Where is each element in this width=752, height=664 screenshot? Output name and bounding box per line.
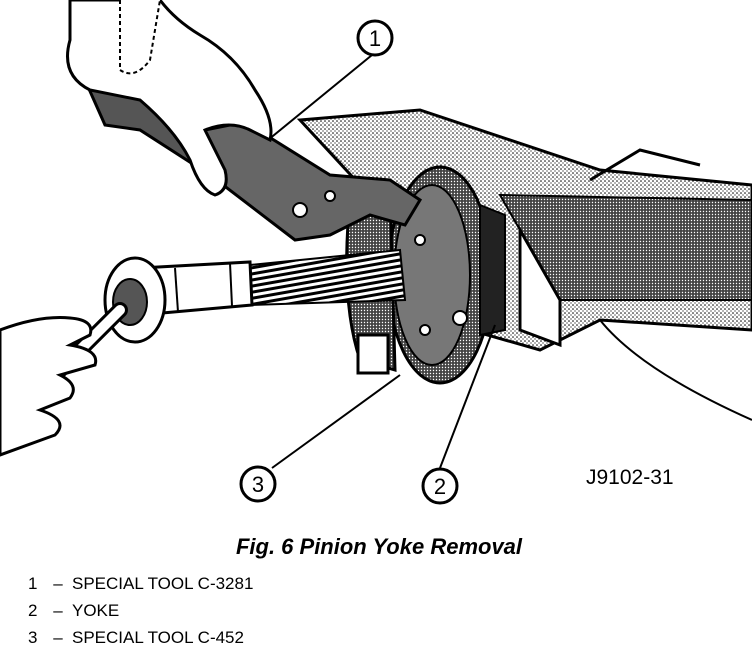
legend-text: YOKE <box>72 601 120 620</box>
figure-caption: Fig. 6 Pinion Yoke Removal <box>235 534 523 559</box>
figure-code: J9102-31 <box>586 466 674 489</box>
pinion-yoke <box>386 165 506 385</box>
legend-item: 2–YOKE <box>28 601 253 628</box>
upper-hand <box>66 0 273 197</box>
callout-3-number: 3 <box>252 472 264 497</box>
legend-item: 3–SPECIAL TOOL C-452 <box>28 628 253 655</box>
legend-list: 1–SPECIAL TOOL C-3281 2–YOKE 3–SPECIAL T… <box>28 574 253 655</box>
axle-housing <box>296 108 752 421</box>
callout-1: 1 <box>267 19 394 141</box>
pinion-yoke-removal-illustration: 1 2 3 <box>0 0 752 505</box>
legend-dash: – <box>53 628 63 647</box>
legend-number: 1 <box>28 574 38 593</box>
legend-text: SPECIAL TOOL C-452 <box>72 628 244 647</box>
legend-number: 2 <box>28 601 38 620</box>
legend-dash: – <box>53 574 63 593</box>
callout-2-number: 2 <box>434 474 446 499</box>
legend-number: 3 <box>28 628 38 647</box>
legend-text: SPECIAL TOOL C-3281 <box>72 574 254 593</box>
callout-2: 2 <box>421 324 496 505</box>
callout-3: 3 <box>239 374 401 503</box>
callout-1-number: 1 <box>369 26 381 51</box>
legend-dash: – <box>53 601 63 620</box>
lower-hand <box>0 316 98 457</box>
legend-item: 1–SPECIAL TOOL C-3281 <box>28 574 253 601</box>
